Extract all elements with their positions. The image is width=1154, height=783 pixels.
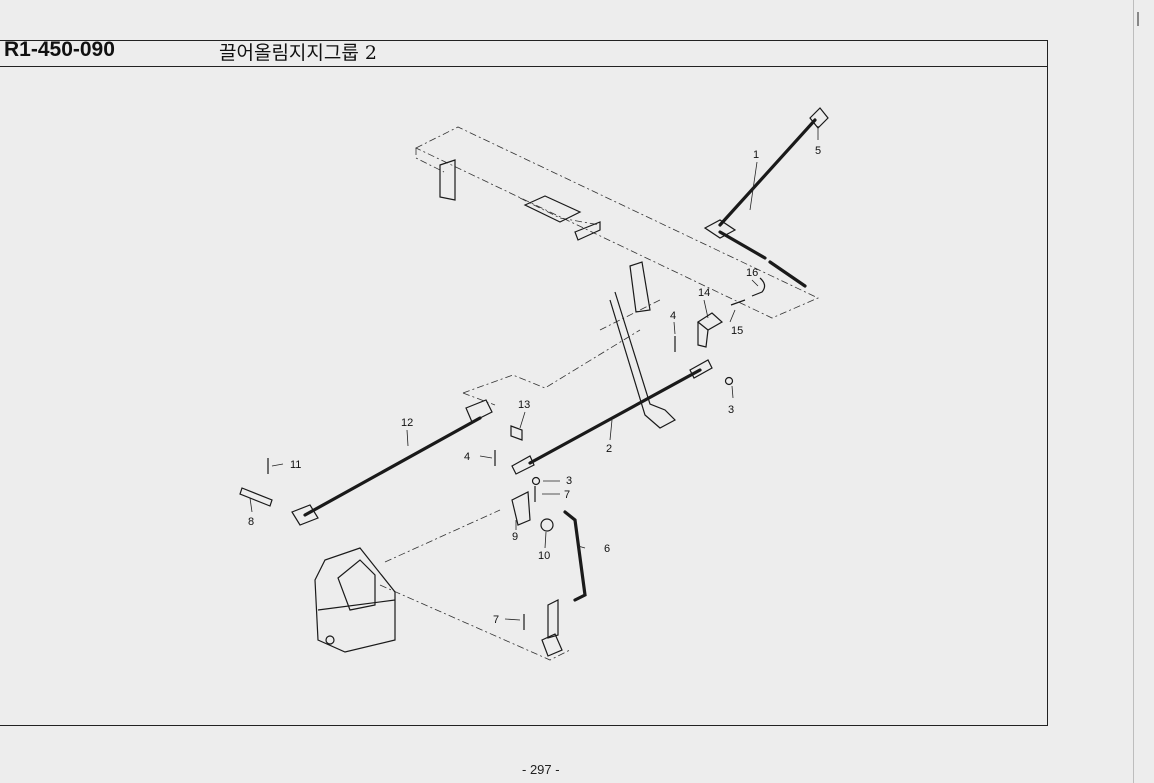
leader-lines	[249, 126, 819, 621]
part-6-link-rod	[541, 510, 587, 657]
callout-6: 6	[604, 543, 610, 555]
callout-14: 14	[698, 287, 710, 299]
page-title: 끌어올림지지그룹 2	[219, 42, 377, 64]
phantom-frame-outline	[379, 126, 819, 661]
callout-4-upper: 4	[670, 310, 676, 322]
scan-mark	[1137, 12, 1139, 26]
callout-13: 13	[518, 399, 530, 411]
small-hardware	[239, 336, 734, 630]
scan-edge-line	[1133, 0, 1134, 783]
callout-7-lower: 7	[493, 614, 499, 626]
callout-10: 10	[538, 550, 550, 562]
callout-11: 11	[290, 459, 301, 471]
callout-3-lower: 3	[566, 475, 572, 487]
part-code: R1-450-090	[4, 38, 115, 61]
part-2-rod	[511, 359, 713, 475]
callout-7-upper: 7	[564, 489, 570, 501]
callout-15: 15	[731, 325, 743, 337]
page-frame	[0, 40, 1048, 726]
callout-5: 5	[815, 145, 821, 157]
callout-16: 16	[746, 267, 758, 279]
callout-3-upper: 3	[728, 404, 734, 416]
part-12-rod	[291, 399, 493, 526]
frame-bracket	[439, 159, 676, 429]
callout-1: 1	[753, 149, 759, 161]
part-1-lever	[703, 107, 829, 288]
callout-9: 9	[512, 531, 518, 543]
callout-labels: 1 2 3 3 4 4 5 6 7 7 8 9 10 11 12 13 14 1…	[248, 145, 821, 626]
header-rule	[0, 66, 1048, 67]
callout-2: 2	[606, 443, 612, 455]
page-number: - 297 -	[522, 762, 560, 777]
callout-8: 8	[248, 516, 254, 528]
part-9-bracket	[511, 491, 554, 532]
callout-12: 12	[401, 417, 413, 429]
callout-4-lower: 4	[464, 451, 470, 463]
actuator-housing	[314, 547, 396, 653]
